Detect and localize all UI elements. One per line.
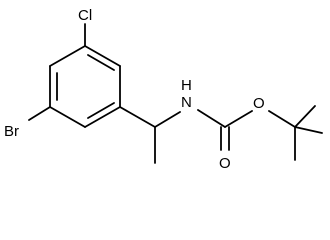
chlorine-label: Cl bbox=[78, 7, 92, 24]
chemical-structure: Cl Br N H O O bbox=[4, 7, 323, 172]
ring-double-bond bbox=[87, 102, 115, 119]
nitrogen-hydrogen-label: H bbox=[181, 77, 192, 94]
bromine-label: Br bbox=[4, 123, 19, 140]
ring-double-bond bbox=[87, 54, 115, 71]
ester-oxygen-label: O bbox=[253, 95, 265, 112]
ring-bond bbox=[49, 45, 86, 67]
carbonyl-oxygen-label: O bbox=[219, 155, 231, 172]
tbutyl-methyl-bond bbox=[294, 105, 316, 128]
c-br-bond bbox=[28, 106, 51, 121]
tbutyl-methyl-bond bbox=[294, 126, 323, 134]
ring-bond bbox=[49, 106, 86, 128]
benzene-ring bbox=[49, 45, 121, 128]
ring-ch-bond bbox=[119, 106, 156, 128]
o-c-bond bbox=[268, 110, 296, 128]
nitrogen-label: N bbox=[181, 94, 192, 111]
ring-bond bbox=[84, 106, 121, 128]
ch-n-bond bbox=[154, 111, 181, 128]
c-o-bond bbox=[224, 110, 253, 128]
ring-bond bbox=[84, 45, 121, 67]
n-c-bond bbox=[197, 109, 226, 128]
